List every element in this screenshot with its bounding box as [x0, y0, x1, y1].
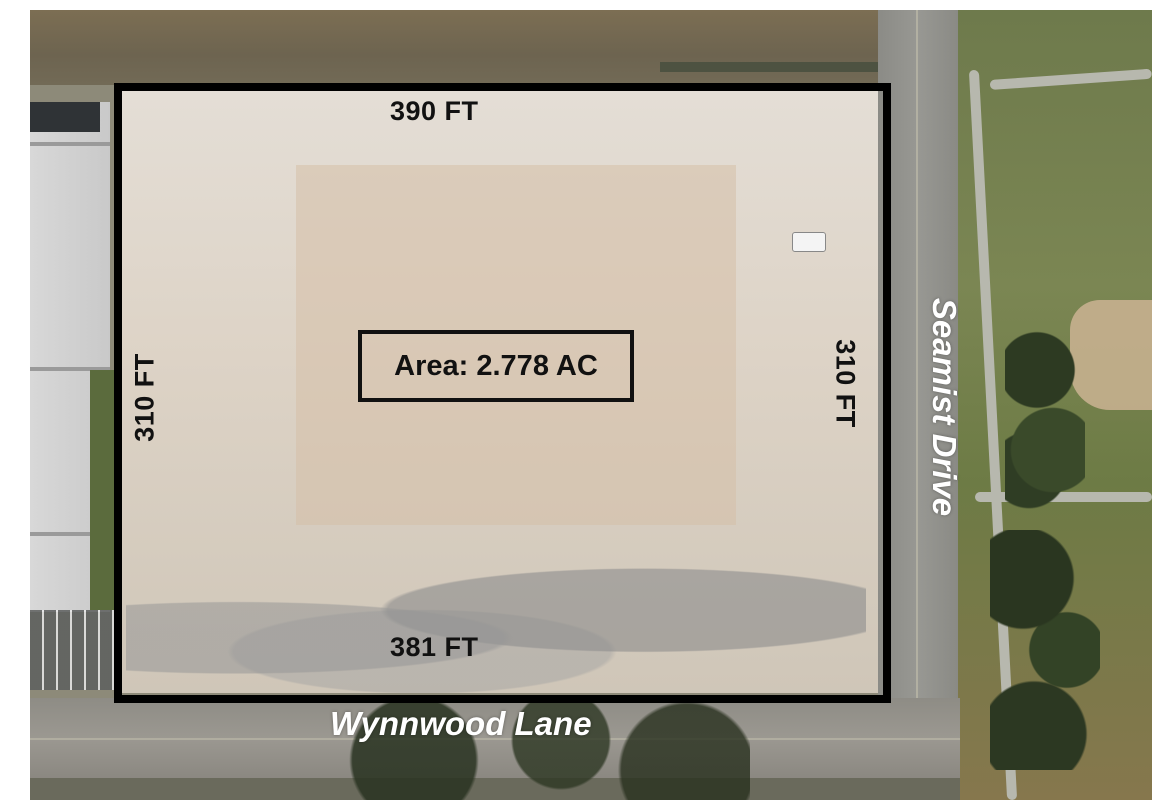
dimension-top: 390 FT — [390, 96, 479, 126]
street-label-wynnwood: Wynnwood Lane — [330, 705, 592, 742]
area-label: Area: 2.778 AC — [394, 349, 598, 382]
trees-bottom — [330, 700, 750, 800]
building-roof-dark — [30, 102, 100, 132]
right-road-centerline — [916, 10, 918, 800]
parking-lot — [30, 610, 115, 690]
parcel-dirt — [296, 165, 736, 525]
grass-strip — [90, 370, 115, 610]
site-parcel — [116, 85, 878, 693]
parcel-outline — [114, 83, 891, 703]
right-road — [878, 10, 958, 800]
dimension-left: 310 FT — [129, 353, 160, 442]
area-box: Area: 2.778 AC — [358, 330, 634, 402]
street-label-seamist: Seamist Drive — [926, 297, 963, 517]
dimension-bottom: 381 FT — [390, 632, 479, 662]
parked-vehicle — [792, 232, 826, 252]
tree-shadows — [126, 555, 866, 693]
fence-line — [660, 62, 880, 72]
dimension-right: 310 FT — [830, 339, 861, 428]
aerial-map: 390 FT 381 FT 310 FT 310 FT Area: 2.778 … — [30, 10, 1152, 800]
field-area — [30, 10, 890, 85]
trees-cluster-lower — [990, 530, 1100, 770]
trees-cluster — [1005, 310, 1085, 510]
